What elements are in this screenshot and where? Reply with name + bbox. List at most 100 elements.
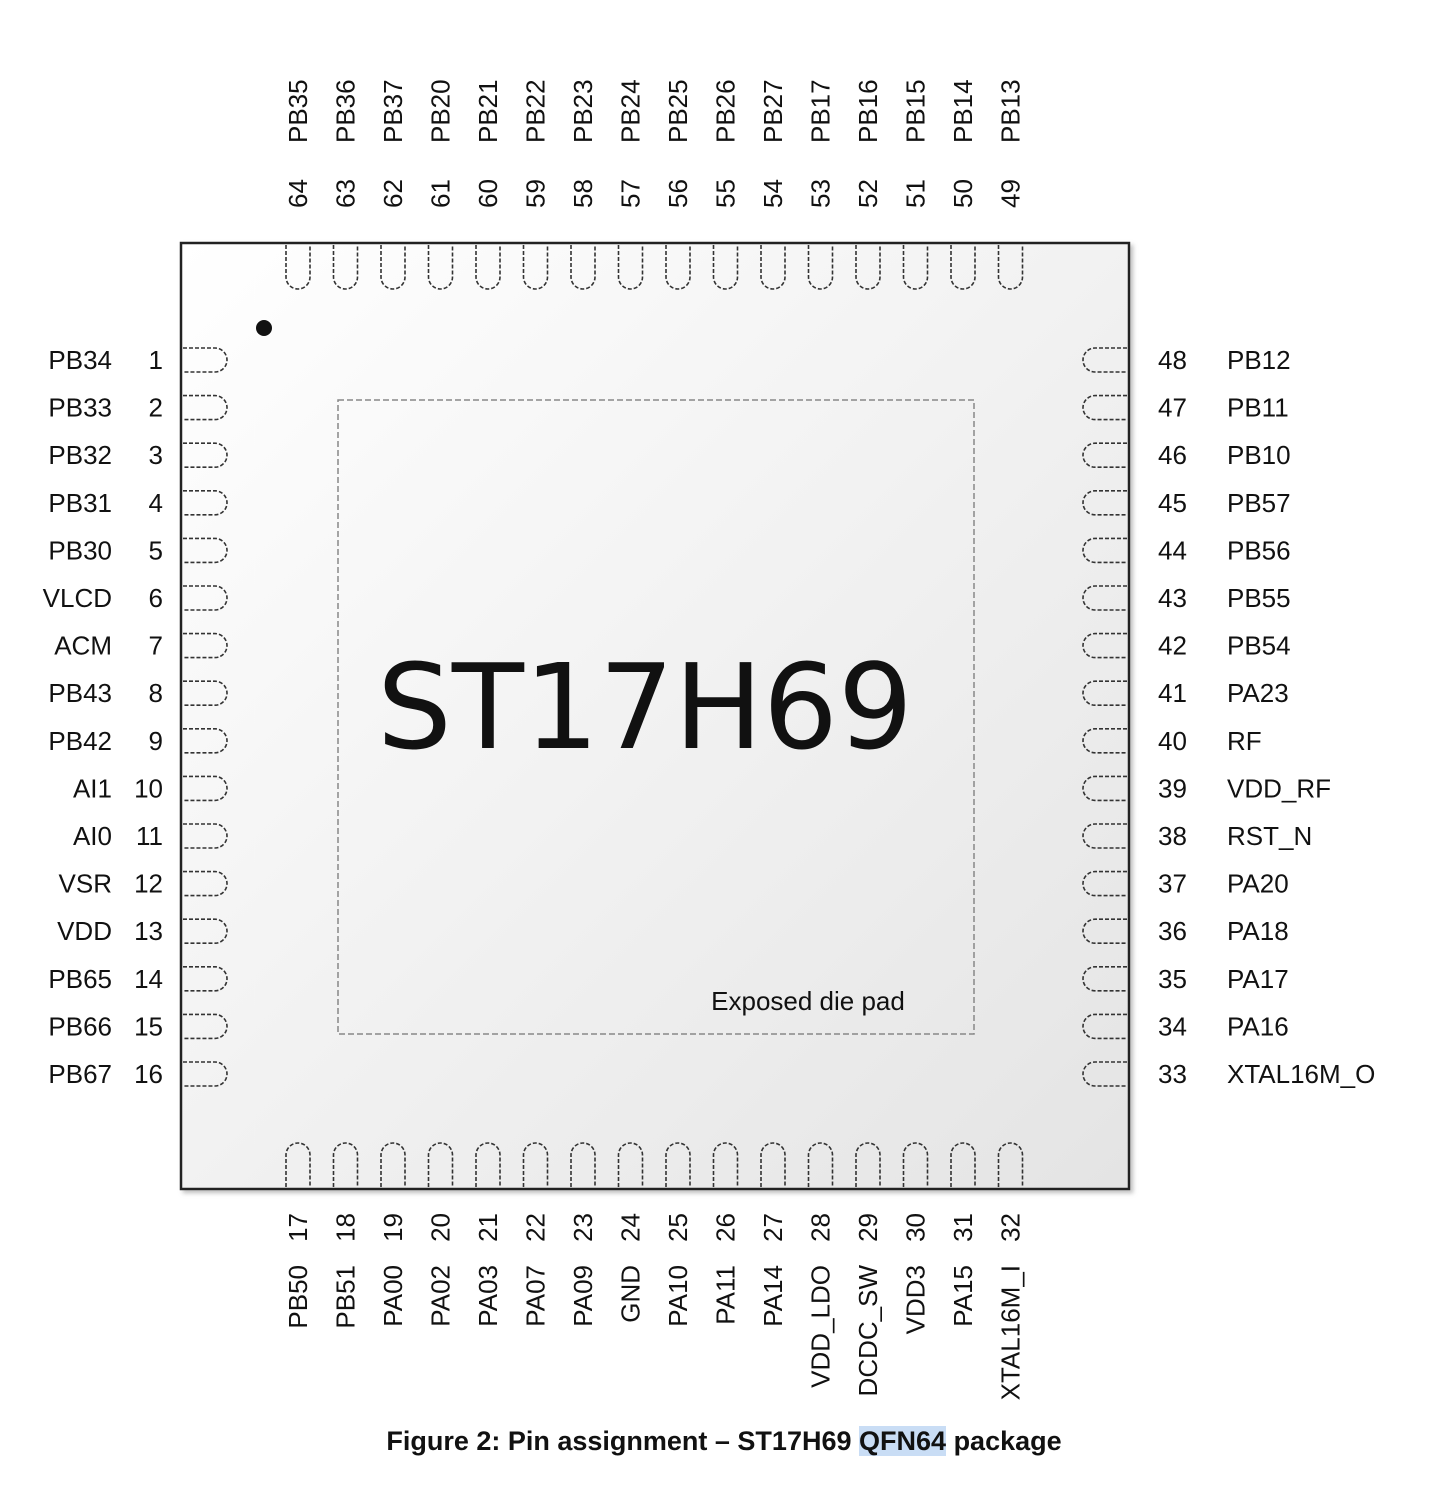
pin-number-29: 29: [853, 1213, 883, 1242]
pin-name-62: PB37: [378, 79, 408, 143]
pin-name-38: RST_N: [1227, 821, 1312, 851]
pin-name-58: PB23: [568, 79, 598, 143]
pin-number-59: 59: [521, 179, 551, 208]
pin-pad-51: [902, 245, 929, 290]
pin-name-11: AI0: [73, 821, 112, 851]
pin-pad-41: [1082, 680, 1127, 706]
pin-number-33: 33: [1158, 1059, 1187, 1089]
pin-name-51: PB15: [901, 79, 931, 143]
pin-pad-56: [665, 245, 691, 290]
pin-name-39: VDD_RF: [1227, 773, 1331, 803]
pin-pad-38: [1082, 823, 1127, 849]
pin-number-38: 38: [1158, 821, 1187, 851]
pin-number-53: 53: [806, 179, 836, 208]
pin-name-4: PB31: [48, 488, 112, 518]
pin-number-4: 4: [149, 488, 163, 518]
pin-pad-27: [760, 1142, 786, 1187]
pin-name-28: VDD_LDO: [806, 1265, 836, 1388]
pin-name-27: PA14: [758, 1265, 788, 1327]
pin-name-59: PB22: [521, 79, 551, 143]
pin-name-35: PA17: [1227, 964, 1289, 994]
pin-number-60: 60: [473, 179, 503, 208]
pin-name-48: PB12: [1227, 345, 1291, 375]
pin-pad-24: [617, 1142, 644, 1187]
pin-name-30: VDD3: [901, 1265, 931, 1334]
pin-name-46: PB10: [1227, 440, 1291, 470]
pin-layer: 1PB342PB333PB324PB315PB306VLCD7ACM8PB439…: [43, 79, 1376, 1400]
pin-name-42: PB54: [1227, 631, 1291, 661]
pin-pad-63: [332, 245, 359, 290]
pin-name-3: PB32: [48, 440, 112, 470]
pin-pad-48: [1082, 347, 1127, 373]
pin-number-14: 14: [134, 964, 163, 994]
pin-number-56: 56: [663, 179, 693, 208]
pin-pad-42: [1082, 632, 1127, 659]
pin-pad-46: [1082, 442, 1127, 468]
pin-name-60: PB21: [473, 79, 503, 143]
pin-number-43: 43: [1158, 583, 1187, 613]
pin-pad-19: [380, 1142, 406, 1187]
pin-pad-9: [183, 728, 228, 754]
pin-name-23: PA09: [568, 1265, 598, 1327]
pin-number-48: 48: [1158, 345, 1187, 375]
pin-pad-43: [1082, 585, 1127, 611]
pin-pad-3: [183, 442, 228, 468]
pin-name-49: PB13: [996, 79, 1026, 143]
pin-name-37: PA20: [1227, 869, 1289, 899]
pin-pad-34: [1082, 1013, 1127, 1040]
pin-number-13: 13: [134, 916, 163, 946]
pin-pad-18: [332, 1142, 359, 1187]
pin-number-16: 16: [134, 1059, 163, 1089]
pin-name-18: PB51: [331, 1265, 361, 1329]
pin-number-32: 32: [996, 1213, 1026, 1242]
pin-number-57: 57: [616, 179, 646, 208]
pin-pad-16: [183, 1061, 228, 1087]
pin-pad-39: [1082, 775, 1127, 802]
pin-number-58: 58: [568, 179, 598, 208]
pin-pad-49: [997, 245, 1024, 290]
pin-name-47: PB11: [1227, 393, 1289, 423]
pin-name-64: PB35: [283, 79, 313, 143]
pin-name-22: PA07: [521, 1265, 551, 1327]
pin-number-12: 12: [134, 869, 163, 899]
pin-pad-54: [760, 245, 786, 290]
pin-name-14: PB65: [48, 964, 112, 994]
pin-number-5: 5: [149, 535, 163, 565]
pin-name-25: PA10: [663, 1265, 693, 1327]
caption-package-highlight: QFN64: [859, 1426, 947, 1456]
pin-number-20: 20: [426, 1213, 456, 1242]
pin-number-54: 54: [758, 179, 788, 208]
pin-pad-45: [1082, 490, 1127, 516]
pin-pad-20: [427, 1142, 454, 1187]
pin-pad-15: [183, 1013, 228, 1040]
pin-name-61: PB20: [426, 79, 456, 143]
pin-number-63: 63: [331, 179, 361, 208]
pin-name-24: GND: [616, 1265, 646, 1323]
pin-number-21: 21: [473, 1213, 503, 1242]
pin-pad-4: [183, 490, 228, 516]
pin-number-7: 7: [149, 631, 163, 661]
pin-pad-6: [183, 585, 228, 611]
pin-pad-40: [1082, 728, 1127, 754]
pin-name-45: PB57: [1227, 488, 1291, 518]
pin-number-55: 55: [711, 179, 741, 208]
pin-pad-60: [475, 245, 501, 290]
pin-number-1: 1: [149, 345, 163, 375]
pin-name-33: XTAL16M_O: [1227, 1059, 1375, 1089]
pin-number-24: 24: [616, 1213, 646, 1242]
pin-name-34: PA16: [1227, 1011, 1289, 1041]
pin-name-54: PB27: [758, 79, 788, 143]
pin-name-32: XTAL16M_I: [996, 1265, 1026, 1400]
pin-name-53: PB17: [806, 79, 836, 143]
pin-pad-58: [570, 245, 596, 290]
pin-pad-14: [183, 966, 228, 992]
pin-name-10: AI1: [73, 773, 112, 803]
pin-pad-12: [183, 870, 228, 897]
pin-name-21: PA03: [473, 1265, 503, 1327]
pin-number-26: 26: [711, 1213, 741, 1242]
pin-name-56: PB25: [663, 79, 693, 143]
pin-name-63: PB36: [331, 79, 361, 143]
pin-name-50: PB14: [948, 79, 978, 143]
pin-number-31: 31: [948, 1213, 978, 1242]
pin-number-46: 46: [1158, 440, 1187, 470]
